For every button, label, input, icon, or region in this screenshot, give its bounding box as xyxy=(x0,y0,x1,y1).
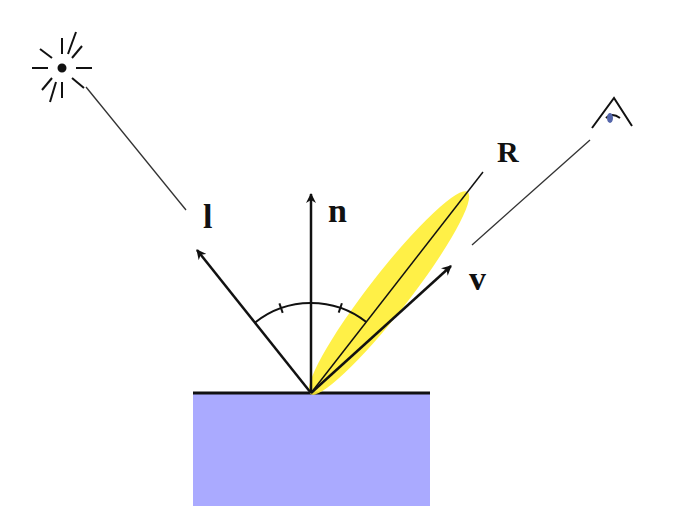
reflection-label: R xyxy=(497,137,519,167)
angle-arc xyxy=(255,303,366,323)
eye-symbol xyxy=(592,98,632,128)
reflection-line xyxy=(311,172,483,393)
light-vector-label: l xyxy=(203,200,212,234)
light-source xyxy=(32,32,92,102)
view-vector-label: v xyxy=(469,262,486,296)
surface-block xyxy=(193,393,430,506)
light-ray xyxy=(86,87,186,210)
angle-tick xyxy=(339,303,342,312)
normal-vector-label: n xyxy=(328,194,347,228)
view-ray xyxy=(472,140,590,245)
view-vector xyxy=(311,266,451,393)
light-vector xyxy=(197,250,311,393)
angle-tick xyxy=(279,303,282,312)
normal-vector xyxy=(310,194,313,393)
